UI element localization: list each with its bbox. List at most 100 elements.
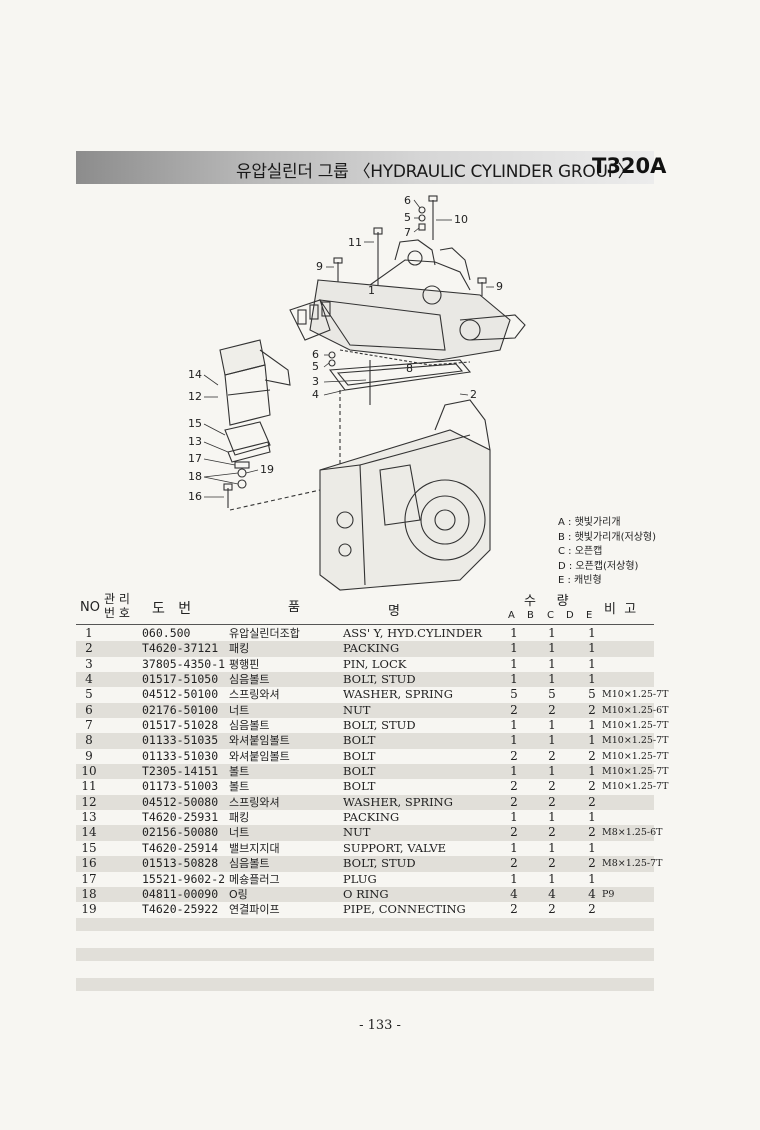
cell-qty-a: 2 xyxy=(510,779,518,794)
cell-qty-a: 1 xyxy=(510,641,518,656)
cell-name-korean: 밸브지지대 xyxy=(229,841,280,855)
section-title: 유압실린더 그룹 〈HYDRAULIC CYLINDER GROUP〉 xyxy=(236,162,635,182)
cell-name-english: WASHER, SPRING xyxy=(343,687,453,702)
cell-part-number: 15521-9602-2 xyxy=(142,871,226,886)
cell-no: 13 xyxy=(81,810,97,825)
cell-remark: M10×1.25-7T xyxy=(602,766,669,778)
cell-no: 2 xyxy=(85,641,93,656)
cell-qty-a: 1 xyxy=(510,656,518,671)
cell-part-number: 02176-50100 xyxy=(142,702,219,717)
cell-name-korean: 스프링와셔 xyxy=(229,795,280,809)
cell-qty-e: 2 xyxy=(588,779,596,794)
callout-18: 18 xyxy=(188,470,202,483)
parts-table-header: NO 관 리 번 호 도 번 품 명 수 량 A B C D E 비 고 xyxy=(76,590,654,625)
callout-6: 6 xyxy=(404,194,411,207)
empty-row-band xyxy=(76,948,654,961)
cell-qty-c: 1 xyxy=(548,810,556,825)
cell-qty-c: 1 xyxy=(548,871,556,886)
callout-2: 2 xyxy=(470,388,477,401)
cell-qty-e: 1 xyxy=(588,871,596,886)
cell-part-number: 04512-50080 xyxy=(142,794,219,809)
legend-item-a: A : 햇빛가리개 xyxy=(558,517,621,528)
legend-item-d: D : 오픈캡(저상형) xyxy=(558,560,639,572)
cell-no: 12 xyxy=(81,794,97,809)
cell-no: 17 xyxy=(81,871,97,886)
cell-name-korean: 심음볼트 xyxy=(229,673,270,687)
empty-row-band xyxy=(76,918,654,931)
cell-part-number: 01517-51050 xyxy=(142,672,219,687)
cell-name-korean: O링 xyxy=(229,887,248,901)
cell-qty-a: 2 xyxy=(510,794,518,809)
cell-no: 10 xyxy=(81,764,97,779)
cell-qty-a: 1 xyxy=(510,626,518,640)
callout-11: 11 xyxy=(348,236,362,249)
callout-4: 4 xyxy=(312,388,319,401)
cell-name-korean: 패킹 xyxy=(229,811,250,825)
cell-qty-a: 2 xyxy=(510,902,518,917)
cell-name-english: BOLT, STUD xyxy=(343,672,416,687)
callout-6b: 6 xyxy=(312,348,319,361)
cell-part-number: T2305-14151 xyxy=(142,764,219,779)
cell-remark: M10×1.25-7T xyxy=(602,735,669,747)
cell-qty-a: 4 xyxy=(510,886,518,901)
cell-name-korean: 볼트 xyxy=(229,765,250,779)
cell-remark: M10×1.25-7T xyxy=(602,720,669,732)
cell-part-number: T4620-25922 xyxy=(142,902,219,917)
cell-qty-e: 1 xyxy=(588,764,596,779)
header-qty: 수 량 xyxy=(524,594,569,609)
callout-10: 10 xyxy=(454,213,468,226)
cell-part-number: 37805-4350-1 xyxy=(142,656,226,671)
cell-no: 15 xyxy=(81,840,97,855)
cell-no: 3 xyxy=(85,656,93,671)
cell-qty-a: 2 xyxy=(510,702,518,717)
cell-part-number: 01517-51028 xyxy=(142,718,219,733)
cell-remark: P9 xyxy=(602,888,615,900)
cell-qty-e: 1 xyxy=(588,626,596,640)
cell-qty-e: 1 xyxy=(588,641,596,656)
legend-item-c: C : 오픈캡 xyxy=(558,546,603,558)
cell-name-korean: 유압실린더조합 xyxy=(229,627,300,640)
cell-no: 16 xyxy=(81,856,97,871)
cell-remark: M10×1.25-6T xyxy=(602,704,669,716)
cell-remark: M8×1.25-6T xyxy=(602,827,663,839)
cell-part-number: T4620-25931 xyxy=(142,810,219,825)
cell-part-number: 01133-51035 xyxy=(142,733,219,748)
empty-row-band xyxy=(76,978,654,991)
cell-name-korean: 너트 xyxy=(229,826,250,840)
callout-3: 3 xyxy=(312,375,319,388)
cell-name-english: NUT xyxy=(343,702,371,717)
cell-name-english: PACKING xyxy=(343,810,400,825)
cell-qty-c: 2 xyxy=(548,856,556,871)
cell-no: 9 xyxy=(85,748,93,763)
cell-name-english: PIPE, CONNECTING xyxy=(343,902,466,917)
header-name-1: 품 xyxy=(288,600,300,615)
cell-name-english: BOLT xyxy=(343,748,376,763)
cell-qty-e: 1 xyxy=(588,810,596,825)
cell-qty-a: 1 xyxy=(510,840,518,855)
cell-qty-a: 1 xyxy=(510,810,518,825)
cell-qty-c: 2 xyxy=(548,779,556,794)
legend-item-e: E : 캐빈형 xyxy=(558,575,602,587)
cell-part-number: 01513-50828 xyxy=(142,856,219,871)
cell-qty-a: 2 xyxy=(510,825,518,840)
legend: A : 햇빛가리개 B : 햇빛가리개(저상형) C : 오픈캡 D : 오픈캡… xyxy=(558,516,656,589)
cell-qty-c: 1 xyxy=(548,733,556,748)
cell-name-korean: 심음볼트 xyxy=(229,857,270,871)
cell-qty-a: 1 xyxy=(510,871,518,886)
cell-name-korean: 메숑플러그 xyxy=(229,872,280,886)
cell-qty-c: 1 xyxy=(548,656,556,671)
model-code: T320A xyxy=(592,154,667,178)
cell-qty-e: 1 xyxy=(588,656,596,671)
callout-5b: 5 xyxy=(312,360,319,373)
callout-16: 16 xyxy=(188,490,202,503)
cell-qty-c: 2 xyxy=(548,794,556,809)
exploded-parts-diagram: 6 5 7 10 11 9 9 1 6 5 3 4 8 2 14 12 15 1… xyxy=(188,194,526,591)
